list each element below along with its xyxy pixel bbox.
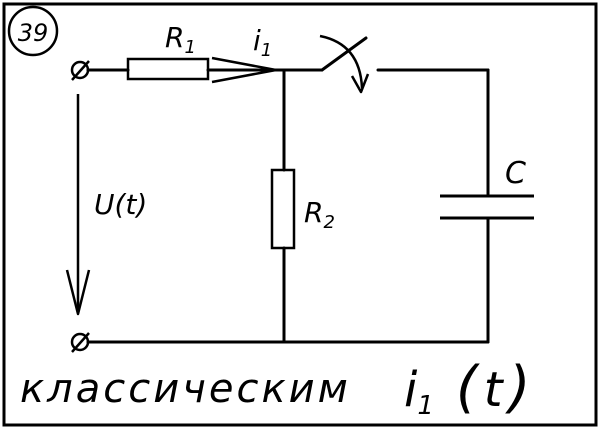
current-arrow-i1 [211,56,278,84]
caption-method-word: классическим [20,366,351,412]
caption: классическим i1(t) [20,355,530,421]
problem-number-badge: 39 [7,5,59,57]
r2-label: R2 [304,196,335,233]
input-terminal-top [70,60,90,81]
switch-motion-arc [319,34,364,89]
voltage-label: U(t) [94,188,147,221]
switch-motion-arrowhead [350,73,370,94]
current-label: i1 [253,24,272,61]
r1-label: R1 [165,21,196,58]
voltage-arrowhead [65,269,91,316]
resistor-r1 [126,57,210,81]
input-terminal-bottom [70,332,90,353]
caption-function: i1(t) [404,355,530,421]
switch-blade [320,36,368,72]
problem-number-circle [7,5,59,57]
switch [319,34,370,94]
capacitor-label: C [505,156,526,191]
resistor-r2 [270,168,296,250]
problem-number: 39 [18,19,49,47]
